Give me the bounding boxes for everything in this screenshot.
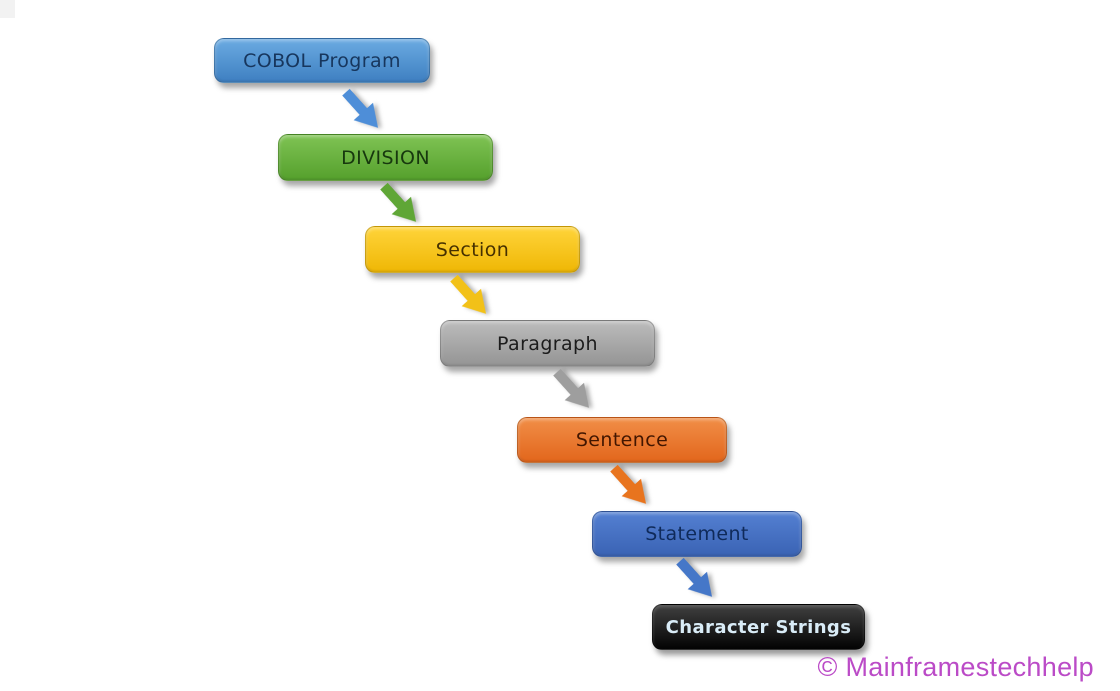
node-label-division: DIVISION [341, 146, 430, 169]
node-label-sentence: Sentence [575, 429, 669, 451]
node-section: Section [365, 226, 580, 273]
node-sentence: Sentence [517, 417, 727, 463]
node-label-character-strings: Character Strings [665, 616, 852, 638]
node-label-paragraph: Paragraph [497, 332, 598, 355]
node-cobol-program: COBOL Program [214, 38, 430, 83]
node-label-section: Section [435, 238, 510, 261]
corner-artifact [0, 0, 15, 18]
arrow-division-to-section-icon [380, 182, 417, 222]
node-character-strings: Character Strings [652, 604, 865, 650]
node-label-statement: Statement [645, 523, 749, 545]
node-label-cobol-program: COBOL Program [243, 49, 401, 72]
watermark: © Mainframestechhelp [817, 652, 1094, 682]
arrow-cobol-to-division-icon [342, 88, 379, 128]
node-statement: Statement [592, 511, 802, 557]
arrow-paragraph-to-sentence-icon [553, 368, 590, 408]
arrow-section-to-paragraph-icon [450, 274, 487, 314]
node-division: DIVISION [278, 134, 493, 181]
arrow-statement-to-character-strings-icon [676, 557, 713, 597]
node-paragraph: Paragraph [440, 320, 655, 367]
arrow-sentence-to-statement-icon [610, 464, 647, 504]
